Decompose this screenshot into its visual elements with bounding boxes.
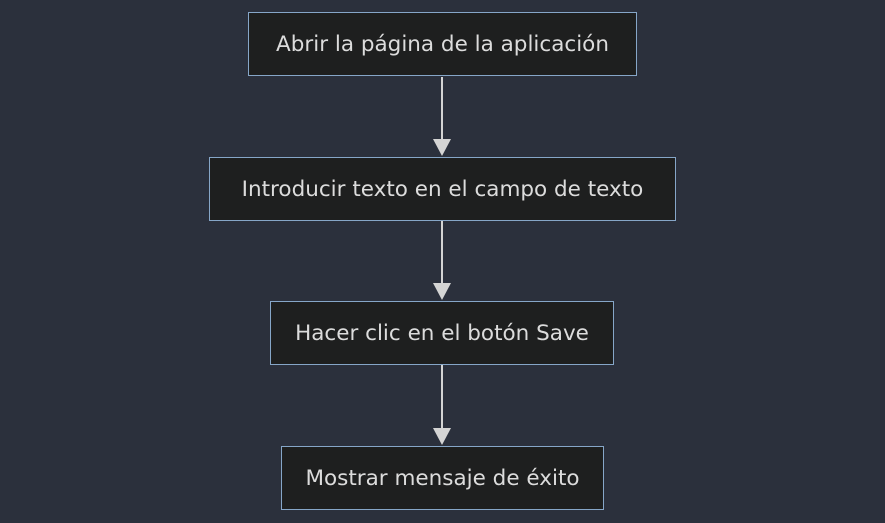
arrowhead-icon [433,139,451,156]
node-label: Hacer clic en el botón Save [295,320,589,346]
node-label: Abrir la página de la aplicación [276,31,609,57]
edge-n1-n2 [433,77,451,156]
node-label: Mostrar mensaje de éxito [305,465,580,491]
node-label: Introducir texto en el campo de texto [241,176,644,202]
edge-n3-n4 [433,365,451,445]
node-click-save: Hacer clic en el botón Save [270,301,614,365]
arrowhead-icon [433,283,451,300]
arrowhead-icon [433,428,451,445]
node-show-success: Mostrar mensaje de éxito [281,446,604,510]
node-open-app-page: Abrir la página de la aplicación [248,12,637,76]
edge-n2-n3 [433,221,451,300]
node-enter-text: Introducir texto en el campo de texto [209,157,676,221]
